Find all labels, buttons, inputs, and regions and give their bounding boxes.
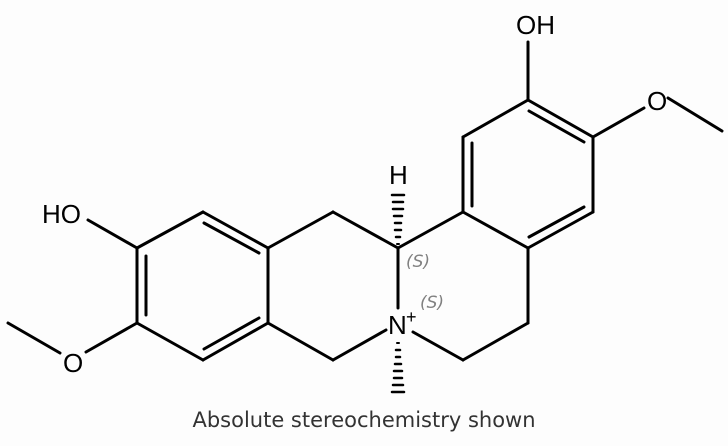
stereochemistry-caption: Absolute stereochemistry shown [192, 408, 536, 432]
atom-oh-top: OH [516, 10, 555, 40]
bonds [6, 40, 724, 362]
hashed-wedge-h [390, 193, 406, 245]
hashed-wedge-methyl [390, 342, 406, 394]
atom-n-plus: N [388, 310, 407, 340]
atom-ho-left: HO [42, 199, 81, 229]
stereo-label-n: (S) [420, 293, 444, 313]
atom-o-left-methoxy: O [63, 348, 83, 378]
atom-h-stereo: H [389, 160, 408, 190]
atom-o-top-methoxy: O [647, 86, 667, 116]
stereo-label-c: (S) [406, 252, 430, 272]
n-charge: + [406, 307, 417, 327]
